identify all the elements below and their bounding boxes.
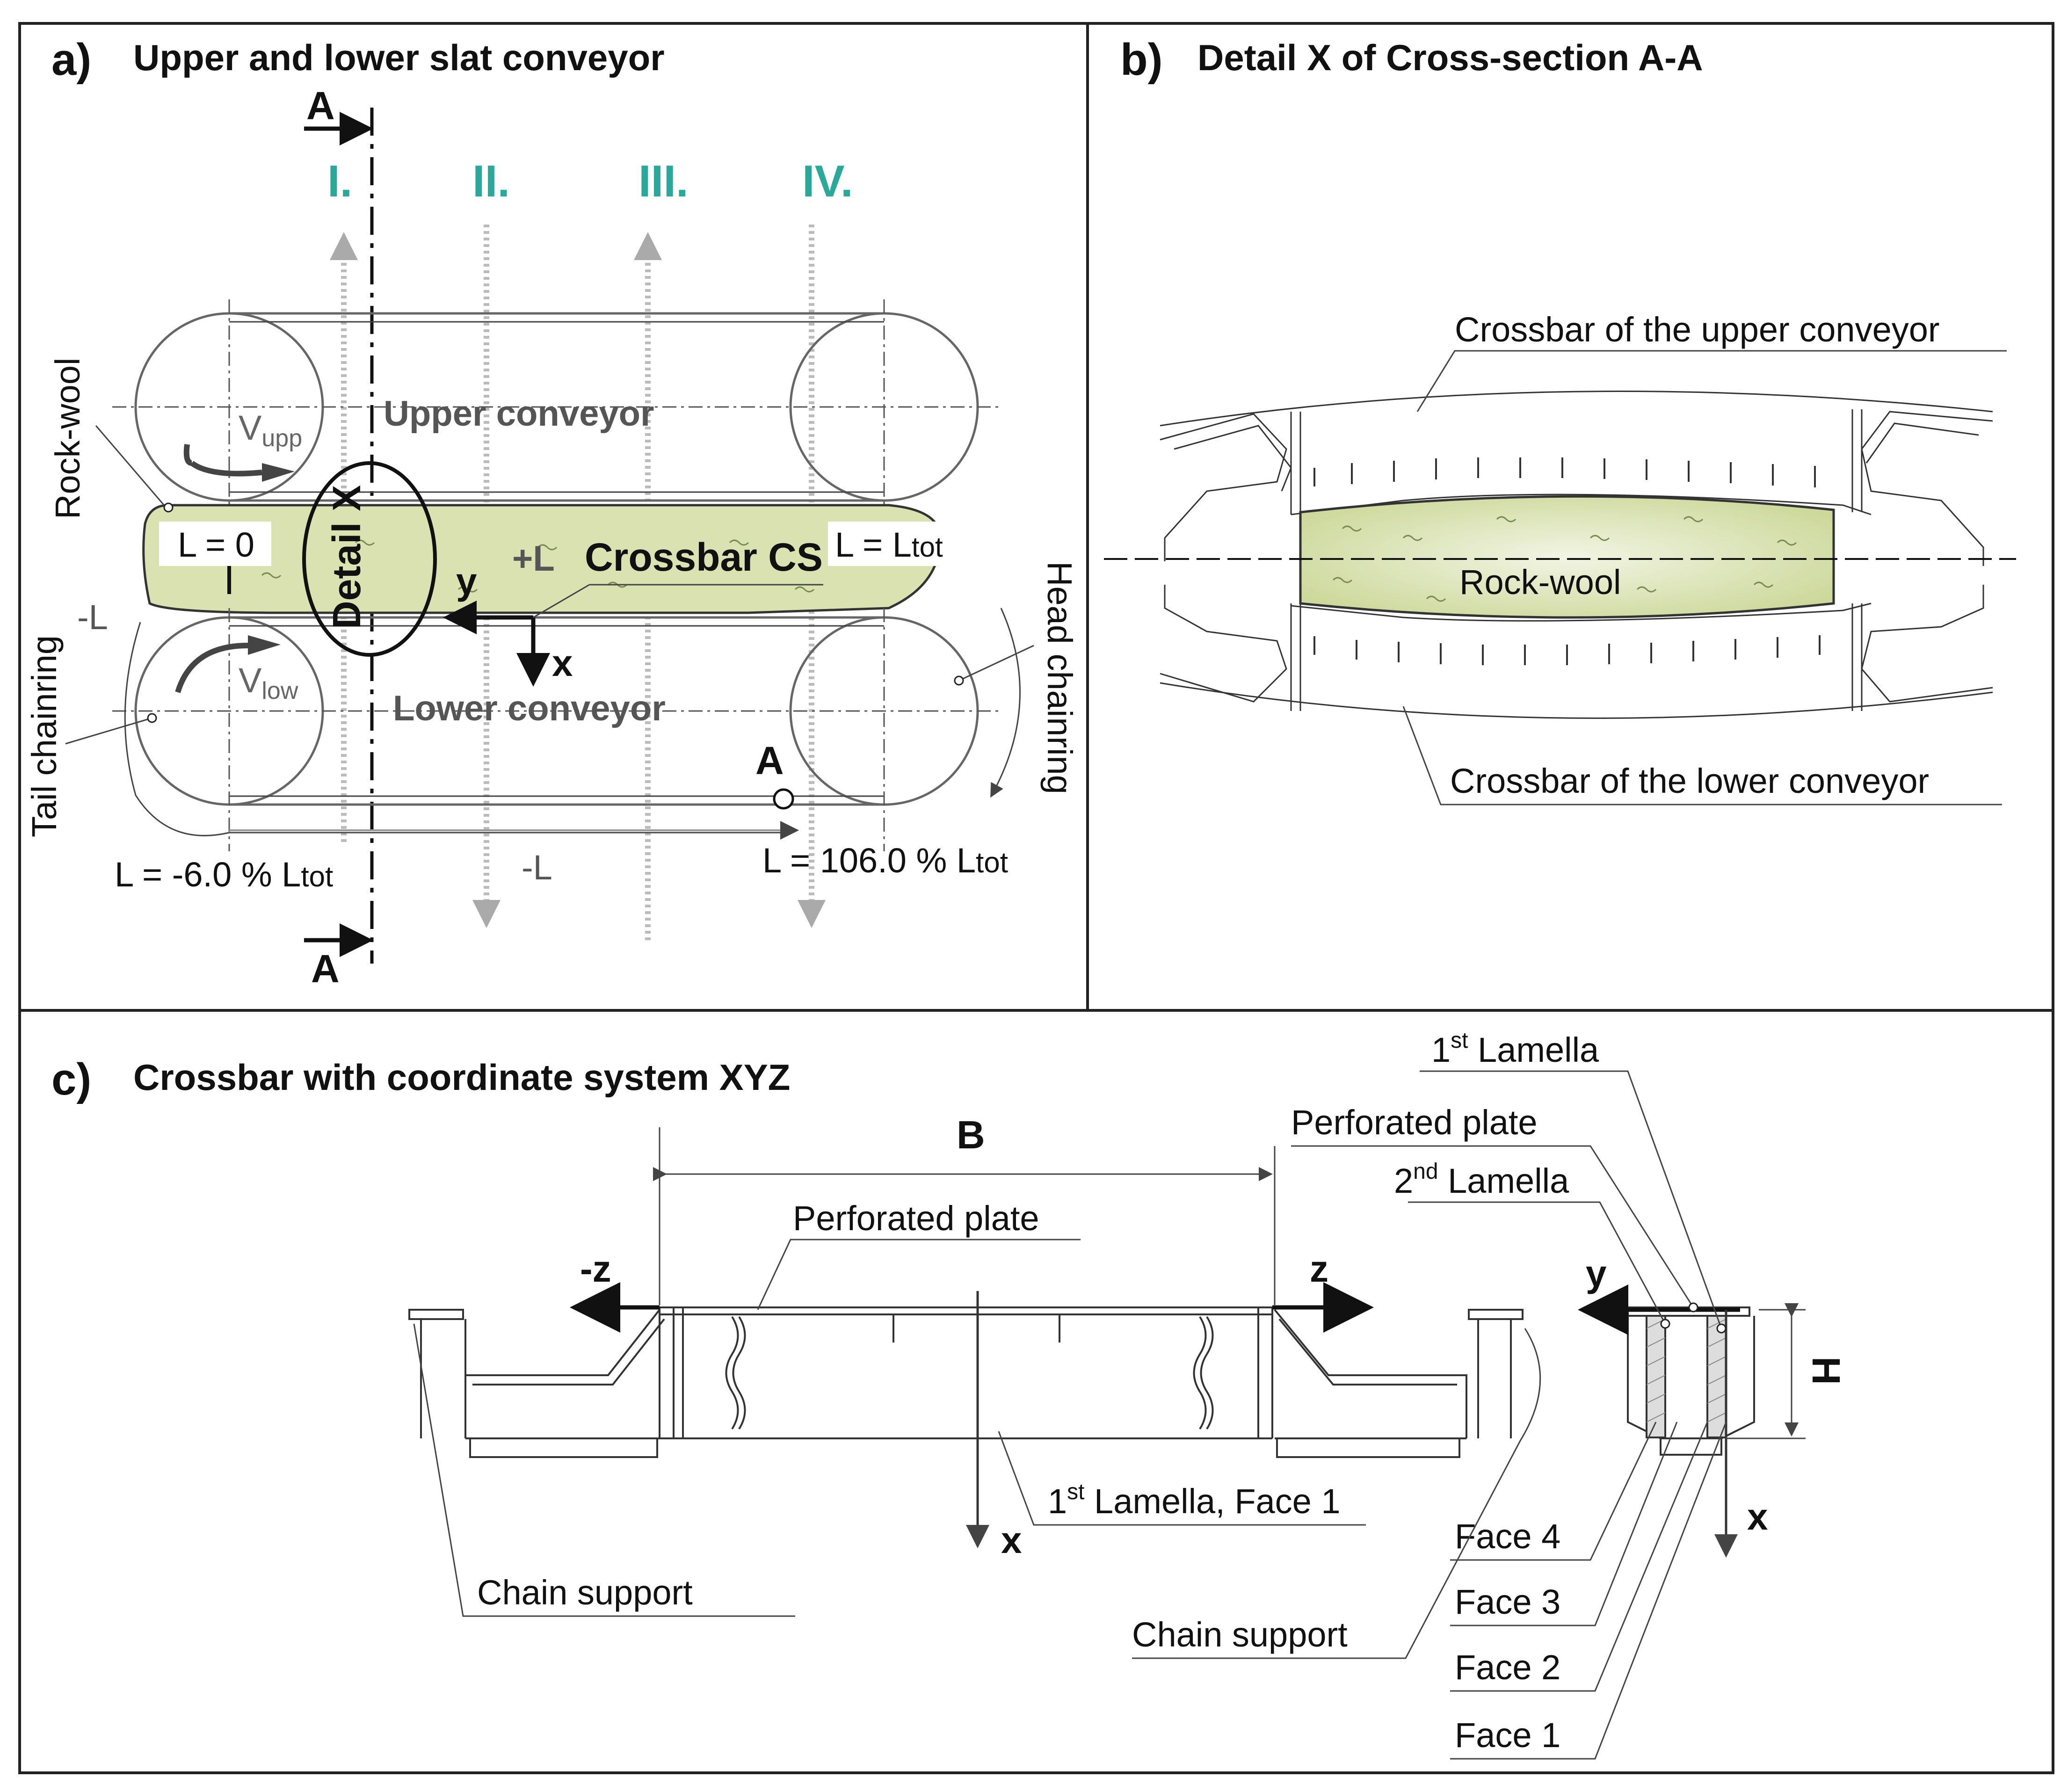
panel-c: c) Crossbar with coordinate system XYZ B [51,1028,1848,1760]
panel-b-title: Detail X of Cross-section A-A [1197,37,1703,78]
rock-wool-lens-texture [1332,516,1797,602]
head-chainring-label: Head chainring [1040,561,1079,794]
axis-x-side-label: x [1747,1496,1768,1538]
section-line-a-a [304,108,374,964]
detail-x-ellipse [302,461,437,657]
crossbar-side-view [1627,1306,1755,1456]
zone-label-4: IV. [802,156,853,206]
minus-l-left-label: -L [77,598,108,637]
point-a-marker [773,788,794,810]
lamella-face1-label: 1st Lamella, Face 1 [1048,1480,1341,1521]
tail-chainring-label: Tail chainring [25,635,64,837]
l-end-label: L = 106.0 % Ltot [762,841,1008,880]
upper-crossbar-label: Crossbar of the upper conveyor [1455,310,1940,349]
lower-crossbar-ticks [1313,635,1821,665]
panel-c-letter: c) [51,1054,91,1104]
upper-conveyor-label: Upper conveyor [384,394,654,434]
axis-x-front-label: x [1001,1519,1022,1561]
rock-wool-vertical-label: Rock-wool [48,358,87,519]
face4-label: Face 4 [1455,1517,1560,1556]
lower-crossbar-outline [1160,585,1993,719]
panel-frames [18,22,2054,1774]
face1-label: Face 1 [1455,1716,1560,1755]
upper-crossbar-ticks [1313,457,1816,487]
lamella1-label: 1st Lamella [1431,1028,1599,1069]
rock-wool-lens [1299,495,1835,619]
perforated-plate-side-label: Perforated plate [1291,1103,1538,1142]
crossbar-front-view [408,1306,1524,1458]
minus-l-bottom-label: -L [522,848,552,887]
crossbar-coordinate-system [443,584,823,687]
lamella2-label: 2nd Lamella [1394,1159,1569,1200]
dim-h-label: H [1804,1357,1848,1385]
axis-y-side-label: y [1586,1253,1607,1294]
axis-x-label: x [552,642,573,684]
panel-b-letter: b) [1120,35,1163,85]
face3-label: Face 3 [1455,1582,1560,1621]
panel-a-letter: a) [51,35,91,85]
face2-label: Face 2 [1455,1648,1560,1687]
plus-l-label: +L [512,539,555,579]
zone-label-1: I. [327,156,352,206]
panel-a-title: Upper and lower slat conveyor [133,37,665,78]
zone-label-2: II. [472,156,510,206]
section-marker-top: A [306,84,335,128]
l-start-label: L = -6.0 % Ltot [115,855,333,894]
upper-crossbar-outline [1160,391,1993,566]
lower-conveyor-label: Lower conveyor [393,689,666,728]
panel-c-title: Crossbar with coordinate system XYZ [133,1057,790,1098]
rock-wool-detail-label: Rock-wool [1459,563,1621,602]
lower-crossbar-label: Crossbar of the lower conveyor [1450,762,1929,800]
detail-x-label: Detail X [325,485,369,629]
chain-support-left-label: Chain support [477,1573,693,1612]
dimension-b [653,1127,1276,1305]
axis-minus-z-label: -z [580,1248,611,1290]
crossbar-cs-label: Crossbar CS [585,535,823,579]
panel-b: b) Detail X of Cross-section A-A [1104,35,2016,805]
upper-conveyor-drawing [112,299,1001,515]
front-view-axes [570,1282,1374,1548]
dim-b-label: B [957,1113,985,1157]
v-upp-label: Vupp [239,408,302,452]
point-a-label: A [755,739,784,783]
v-low-label: Vlow [239,661,298,704]
chain-support-right-label: Chain support [1132,1615,1348,1654]
panel-a: a) Upper and lower slat conveyor I. II. … [25,35,1079,991]
l-tot-label: L = Ltot [835,525,943,564]
perforated-plate-label: Perforated plate [793,1199,1039,1238]
axis-y-label: y [456,560,477,602]
zone-label-3: III. [639,156,689,206]
section-marker-bottom: A [311,947,340,991]
dimension-h [1726,1303,1806,1439]
axis-z-label: z [1310,1248,1328,1290]
l-zero-label: L = 0 [178,525,254,564]
